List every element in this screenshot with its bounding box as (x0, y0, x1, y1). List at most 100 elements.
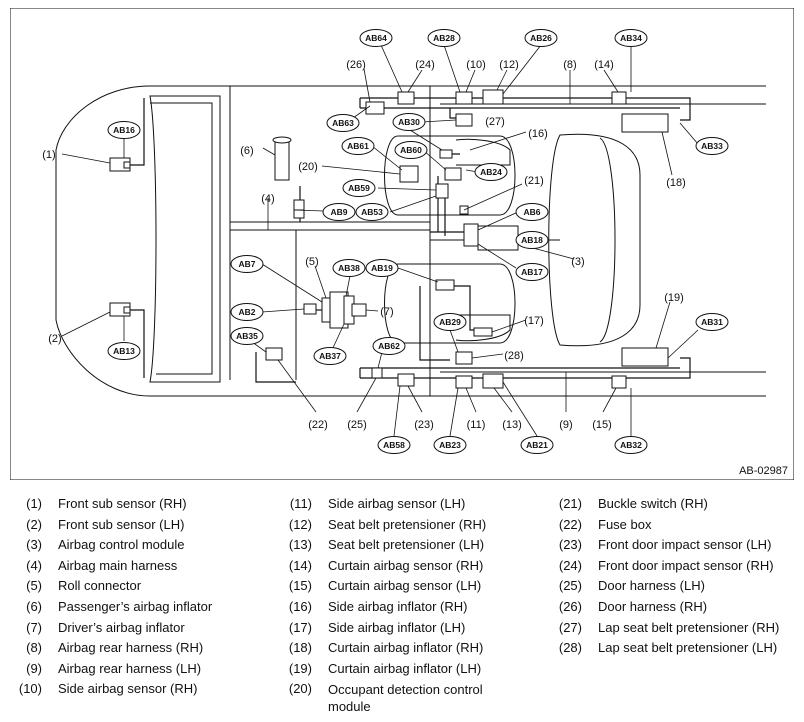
airbag-control-module (477, 225, 519, 251)
callout-9: (9) (559, 419, 572, 431)
legend-item: (20) Occupant detection control module (270, 679, 532, 714)
seat-belt-pretensioner-lh (482, 373, 504, 389)
legend-label: Buckle switch (RH) (598, 496, 708, 511)
legend-label: Side airbag inflator (RH) (328, 598, 468, 614)
connector-oval (341, 137, 375, 155)
connector-label: AB19 (371, 263, 393, 273)
connector-oval (614, 436, 648, 454)
connector-oval (342, 179, 376, 197)
legend-number: (8) (26, 640, 42, 656)
connector-ab60: AB60 (394, 141, 428, 159)
legend-label: Seat belt pretensioner (LH) (328, 537, 485, 553)
legend-item: (23)Front door impact sensor (LH) (540, 535, 802, 556)
legend-label: Door harness (LH) (598, 578, 705, 594)
legend-number: (11) (289, 496, 312, 511)
legend-item: (9)Airbag rear harness (LH) (0, 659, 260, 680)
callout-21: (21) (524, 175, 544, 187)
connector-ab59: AB59 (342, 179, 376, 197)
callout-19: (19) (664, 292, 684, 304)
legend-number: (18) (288, 640, 312, 656)
connector-oval (524, 29, 558, 47)
legend-item: (17)Side airbag inflator (LH) (270, 618, 532, 639)
connector-oval (332, 259, 366, 277)
connector-label: AB58 (383, 440, 405, 450)
legend-number: (9) (26, 660, 42, 676)
fuse-box (265, 347, 283, 361)
connector-oval (326, 114, 360, 132)
callout-4: (4) (261, 193, 274, 205)
legend-number: (24) (558, 557, 582, 573)
connector-oval (392, 113, 426, 131)
legend-number: (19) (288, 660, 312, 676)
callout-15: (15) (592, 419, 612, 431)
callout-23: (23) (414, 419, 434, 431)
legend-number: (21) (558, 496, 582, 511)
legend-number: (20) (288, 681, 312, 697)
legend-number: (12) (288, 516, 312, 532)
legend-item: (6)Passenger’s airbag inflator (0, 597, 260, 618)
legend-number: (3) (26, 537, 42, 553)
callout-20: (20) (298, 161, 318, 173)
callout-17: (17) (524, 315, 544, 327)
figure-id: AB-02987 (739, 465, 788, 477)
connector-ab2: AB2 (230, 303, 264, 321)
connector-ab18: AB18 (515, 231, 549, 249)
connector-ab7: AB7 (230, 255, 264, 273)
legend-label: Side airbag sensor (LH) (328, 496, 466, 511)
connector-oval (365, 259, 399, 277)
connector-label: AB7 (238, 259, 255, 269)
connector-label: AB28 (433, 33, 455, 43)
connector-ab19: AB19 (365, 259, 399, 277)
connector-oval (372, 337, 406, 355)
legend-label: Occupant detection control module (328, 682, 483, 715)
legend-item: (3)Airbag control module (0, 535, 260, 556)
connector-oval (695, 313, 729, 331)
connector-oval (107, 342, 141, 360)
legend-item: (10)Side airbag sensor (RH) (0, 679, 260, 700)
legend-item: (14)Curtain airbag sensor (RH) (270, 556, 532, 577)
callout-labels: (1)(2)(3)(4)(5)(6)(7)(8)(9)(10)(11)(12)(… (42, 59, 686, 431)
legend-item: (18)Curtain airbag inflator (RH) (270, 638, 532, 659)
legend-label: Lap seat belt pretensioner (RH) (598, 619, 780, 635)
connector-oval (359, 29, 393, 47)
connector-label: AB63 (332, 118, 354, 128)
connector-ab21: AB21 (520, 436, 554, 454)
legend-number: (5) (26, 578, 42, 594)
connector-oval (695, 137, 729, 155)
connector-label: AB30 (398, 117, 420, 127)
drivers-airbag-inflator (351, 303, 367, 317)
callout-26: (26) (346, 59, 366, 71)
legend-item: (27) Lap seat belt pretensioner (RH) (540, 618, 802, 639)
legend-item: (22)Fuse box (540, 515, 802, 536)
callout-27: (27) (485, 116, 505, 128)
legend-item: (4)Airbag main harness (0, 556, 260, 577)
connector-ab30: AB30 (392, 113, 426, 131)
connector-oval (355, 203, 389, 221)
callout-11: (11) (467, 419, 486, 431)
connector-ab63: AB63 (326, 114, 360, 132)
legend-label: Side airbag sensor (RH) (58, 681, 198, 697)
vehicle-outline (55, 85, 766, 397)
curtain-airbag-inflator-lh (621, 347, 669, 367)
legend-label: Front door impact sensor (RH) (598, 557, 774, 573)
legend-number: (6) (26, 598, 42, 614)
legend-number: (14) (288, 557, 312, 573)
connector-oval (520, 436, 554, 454)
connector-oval (474, 163, 508, 181)
passenger-airbag-inflator (274, 139, 290, 181)
connector-ab31: AB31 (695, 313, 729, 331)
diagram-border (10, 8, 794, 480)
connector-oval (515, 231, 549, 249)
connector-label: AB6 (523, 207, 540, 217)
connector-ab32: AB32 (614, 436, 648, 454)
connector-label: AB35 (236, 331, 258, 341)
connector-ab16: AB16 (107, 121, 141, 139)
callout-5: (5) (305, 256, 318, 268)
legend-item: (12)Seat belt pretensioner (RH) (270, 515, 532, 536)
legend-number: (13) (288, 537, 312, 553)
legend-number: (26) (558, 598, 582, 614)
connector-ab13: AB13 (107, 342, 141, 360)
callout-18: (18) (666, 177, 686, 189)
callout-13: (13) (502, 419, 522, 431)
legend-number: (27) (558, 619, 582, 635)
